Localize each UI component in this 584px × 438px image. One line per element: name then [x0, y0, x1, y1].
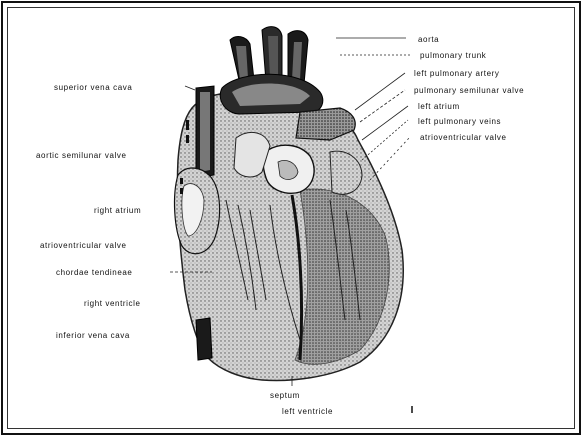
label-aorta: aorta — [418, 35, 439, 44]
label-pulmonary-semilunar-valve: pulmonary semilunar valve — [414, 86, 524, 95]
label-right-atrium: right atrium — [94, 206, 141, 215]
leader-left-pulmonary-veins — [362, 120, 408, 160]
label-superior-vena-cava: superior vena cava — [54, 83, 132, 92]
label-left-atrium: left atrium — [418, 102, 460, 111]
label-left-pulmonary-veins: left pulmonary veins — [418, 117, 501, 126]
label-atrioventricular-valve-right: atrioventricular valve — [420, 133, 507, 142]
labels-bottom: septum left ventricle — [270, 391, 412, 416]
leader-superior-vena-cava — [185, 86, 195, 90]
label-septum: septum — [270, 391, 300, 400]
leader-pulmonary-semilunar-valve — [360, 90, 405, 122]
labels-left: superior vena cava aortic semilunar valv… — [36, 83, 141, 340]
labels-right: aorta pulmonary trunk left pulmonary art… — [414, 35, 524, 142]
label-pulmonary-trunk: pulmonary trunk — [420, 51, 487, 60]
label-chordae-tendineae: chordae tendineae — [56, 268, 132, 277]
label-right-ventricle: right ventricle — [84, 299, 141, 308]
label-left-ventricle: left ventricle — [282, 407, 333, 416]
inferior-vena-cava — [196, 318, 212, 360]
label-atrioventricular-valve-left: atrioventricular valve — [40, 241, 127, 250]
label-aortic-semilunar-valve: aortic semilunar valve — [36, 151, 127, 160]
leader-left-pulmonary-artery — [355, 73, 405, 110]
leader-left-atrium — [362, 106, 408, 140]
heart-illustration — [175, 27, 404, 381]
label-inferior-vena-cava: inferior vena cava — [56, 331, 130, 340]
label-left-pulmonary-artery: left pulmonary artery — [414, 69, 500, 78]
